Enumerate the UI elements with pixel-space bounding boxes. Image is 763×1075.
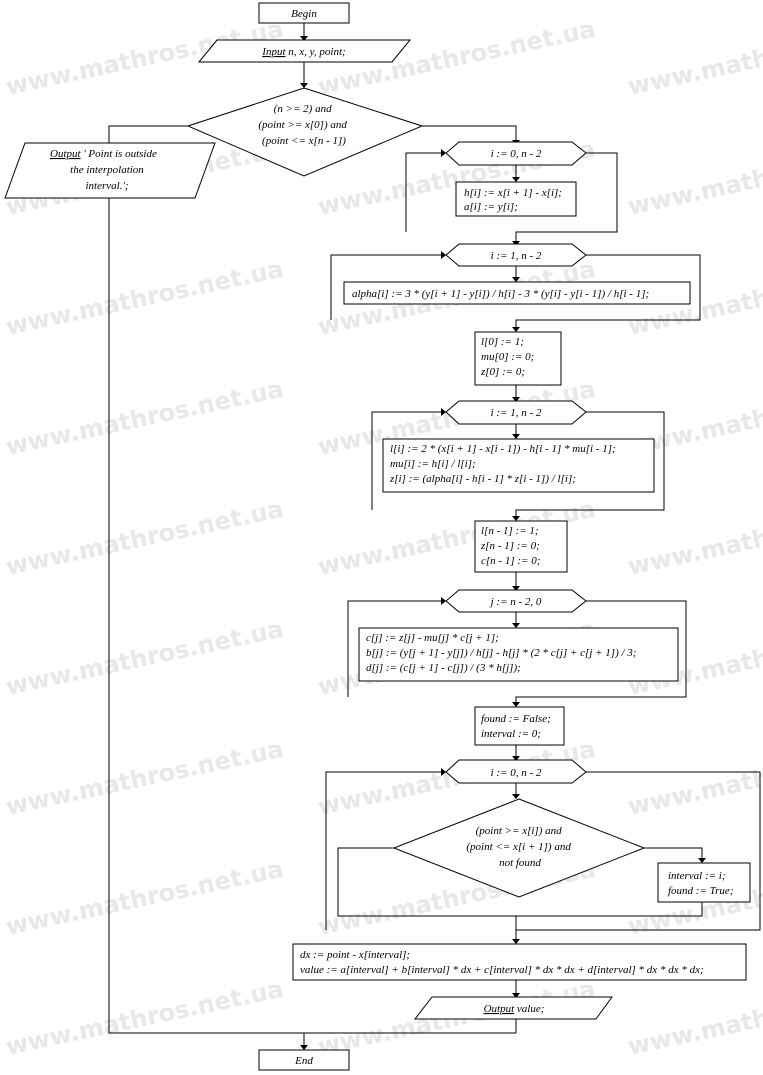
condition-interval-label: (point >= x[i]) and (point <= x[i + 1]) … xyxy=(466,825,573,869)
interval-found-block xyxy=(657,862,751,903)
output-error-text-1: ' Point is outside xyxy=(81,148,157,160)
output-error-line-1: Output ' Point is outside xyxy=(50,148,157,160)
loop1-header xyxy=(445,141,587,166)
arrowheads xyxy=(300,36,706,1050)
input-vars: n, x, y, point; xyxy=(286,46,346,58)
loop3-label: i := 1, n - 2 xyxy=(491,407,542,419)
init1-text: l[0] := 1; mu[0] := 0; z[0] := 0; xyxy=(480,336,537,378)
loop4-header xyxy=(445,589,587,613)
end-label: End xyxy=(294,1055,313,1067)
loop1-body-line-1: h[i] := x[i + 1] - x[i]; xyxy=(464,187,562,199)
loop4-body-line-1: c[j] := z[j] - mu[j] * c[j + 1]; xyxy=(366,632,499,644)
output-value-label: Output value; xyxy=(484,1003,545,1015)
calc-line-1: dx := point - x[interval]; xyxy=(300,949,410,961)
condition-main-label: (n >= 2) and (point >= x[0]) and (point … xyxy=(258,103,349,147)
input-keyword: Input xyxy=(261,46,286,58)
loop3-header xyxy=(445,400,587,425)
loop2-header xyxy=(445,243,587,267)
init1-line-3: z[0] := 0; xyxy=(480,366,525,378)
condition-main-line-1: (n >= 2) and xyxy=(274,103,332,115)
watermark-text: www.mathros.net.ua xyxy=(3,255,285,341)
init3-line-2: interval := 0; xyxy=(481,728,541,740)
watermark-text: www.mathros.net.ua xyxy=(625,15,763,101)
init3-line-1: found := False; xyxy=(481,713,551,725)
loop3-body-text: l[i] := 2 * (x[i + 1] - x[i - 1]) - h[i … xyxy=(389,443,618,485)
condition-interval-line-1: (point >= x[i]) and xyxy=(476,825,563,837)
loop5-header xyxy=(445,759,587,784)
init3-block xyxy=(474,706,565,746)
loop4-body-line-2: b[j] := (y[j + 1] - y[j]) / h[j] - h[j] … xyxy=(366,647,636,659)
init2-block xyxy=(474,520,568,573)
watermark-text: www.mathros.net.ua xyxy=(625,495,763,581)
output-value-vars: value; xyxy=(514,1003,544,1015)
loop2-body-text: alpha[i] := 3 * (y[i + 1] - y[i]) / h[i]… xyxy=(352,288,649,300)
loop1-body-line-2: a[i] := y[i]; xyxy=(464,201,518,213)
loop3-body-line-2: mu[i] := h[i] / l[i]; xyxy=(390,458,476,470)
watermark-text: www.mathros.net.ua xyxy=(3,495,285,581)
condition-main-line-2: (point >= x[0]) and xyxy=(258,119,347,131)
begin-label: Begin xyxy=(291,8,317,20)
output-value-node xyxy=(413,996,613,1020)
begin-terminal xyxy=(258,2,350,24)
init1-line-2: mu[0] := 0; xyxy=(481,351,534,363)
output-error-line-3: interval.'; xyxy=(86,180,129,192)
interval-found-line-1: interval := i; xyxy=(668,870,726,882)
loop5-label: i := 0, n - 2 xyxy=(491,767,542,779)
interval-found-line-2: found := True; xyxy=(668,885,733,897)
condition-main xyxy=(186,87,424,177)
init1-line-1: l[0] := 1; xyxy=(481,336,524,348)
watermark-text: www.mathros.net.ua xyxy=(3,375,285,461)
loop3-body-line-3: z[i] := (alpha[i] - h[i - 1] * z[i - 1])… xyxy=(389,473,576,485)
loop3-body-line-1: l[i] := 2 * (x[i + 1] - x[i - 1]) - h[i … xyxy=(390,443,616,455)
init2-text: l[n - 1] := 1; z[n - 1] := 0; c[n - 1] :… xyxy=(480,525,543,567)
labels: Begin Input n, x, y, point; (n >= 2) and… xyxy=(50,8,733,1067)
input-node xyxy=(197,39,412,63)
condition-interval xyxy=(392,798,646,898)
output-value-keyword: Output xyxy=(484,1003,516,1015)
output-error-line-2: the interpolation xyxy=(70,164,144,176)
watermark-text: www.mathros.net.ua xyxy=(3,855,285,941)
watermark-text: www.mathros.net.ua xyxy=(3,735,285,821)
loop3-body xyxy=(382,438,655,493)
loop4-body-text: c[j] := z[j] - mu[j] * c[j + 1]; b[j] :=… xyxy=(366,632,639,674)
output-error-node xyxy=(4,142,216,199)
end-terminal xyxy=(258,1049,350,1071)
calc-line-2: value := a[interval] + b[interval] * dx … xyxy=(300,964,704,976)
loop2-body xyxy=(343,281,691,305)
condition-interval-line-3: not found xyxy=(499,857,541,869)
loop4-body-line-3: d[j] := (c[j + 1] - c[j]) / (3 * h[j]); xyxy=(366,662,521,674)
condition-main-line-3: (point <= x[n - 1]) xyxy=(262,135,346,147)
watermark-text: www.mathros.net.ua xyxy=(3,615,285,701)
init1-block xyxy=(474,331,562,386)
calc-block xyxy=(292,943,747,981)
loop1-label: i := 0, n - 2 xyxy=(491,148,542,160)
input-label: Input n, x, y, point; xyxy=(261,46,345,58)
watermark-text: www.mathros.net.ua xyxy=(625,135,763,221)
interval-found-text: interval := i; found := True; xyxy=(668,870,733,897)
init2-line-1: l[n - 1] := 1; xyxy=(481,525,539,537)
init2-line-3: c[n - 1] := 0; xyxy=(481,555,540,567)
condition-interval-line-2: (point <= x[i + 1]) and xyxy=(466,841,571,853)
calc-text: dx := point - x[interval]; value := a[in… xyxy=(300,949,704,976)
connectors xyxy=(108,23,761,1049)
shapes xyxy=(4,2,751,1071)
loop4-body xyxy=(358,627,679,682)
loop1-body xyxy=(455,181,577,217)
loop2-label: i := 1, n - 2 xyxy=(491,250,542,262)
watermark-text: www.mathros.net.ua xyxy=(3,975,285,1061)
watermark-text: www.mathros.net.ua xyxy=(625,735,763,821)
output-error-keyword: Output xyxy=(50,148,82,160)
watermark-text: www.mathros.net.ua xyxy=(625,975,763,1061)
loop4-label: j := n - 2, 0 xyxy=(489,596,542,608)
init2-line-2: z[n - 1] := 0; xyxy=(480,540,540,552)
init3-text: found := False; interval := 0; xyxy=(481,713,554,740)
loop1-body-text: h[i] := x[i + 1] - x[i]; a[i] := y[i]; xyxy=(464,187,565,213)
